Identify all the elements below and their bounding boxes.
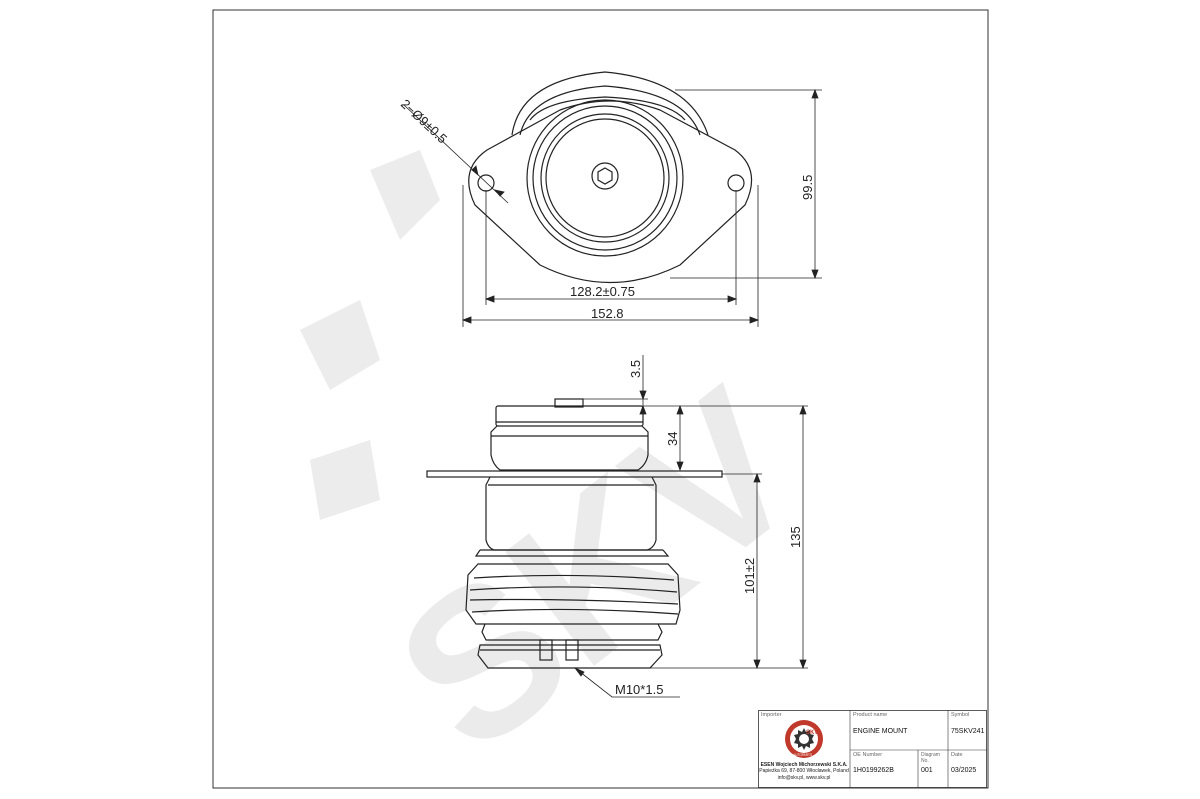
symbol-value: 75SKV241	[951, 728, 985, 735]
symbol-cell: Symbol 75SKV241	[948, 710, 987, 750]
importer-label: Importer	[761, 712, 782, 718]
dim-overall-width: 152.8	[591, 306, 624, 321]
date-cell: Date 03/2025	[948, 750, 987, 788]
mounting-hole-right	[727, 174, 745, 192]
logo-text: SKV	[806, 730, 818, 736]
drawing-frame	[212, 9, 989, 789]
dim-height-top-view: 99.5	[800, 175, 815, 200]
title-block: Importer SKV AUTOPARTS ESEN Wojciech Mic…	[758, 710, 987, 788]
importer-cell: Importer SKV AUTOPARTS ESEN Wojciech Mic…	[758, 710, 850, 788]
skv-logo: SKV AUTOPARTS	[785, 720, 823, 758]
dim-upper-height: 34	[665, 432, 680, 446]
dim-lower-height: 101±2	[742, 558, 757, 594]
stud-circle	[591, 162, 619, 190]
top-view-dimensions	[403, 88, 822, 327]
watermark: SKV	[300, 150, 841, 796]
oe-number: 1H0199262B	[853, 767, 894, 774]
symbol-label: Symbol	[951, 712, 970, 718]
upper-body	[490, 425, 649, 471]
oe-number-cell: OE Number 1H0199262B	[850, 750, 918, 788]
boss-outer-circle	[526, 99, 684, 257]
stud-top	[554, 398, 584, 408]
dim-stud-height: 3.5	[628, 360, 643, 378]
diagram-no-label: Diagram No.	[921, 752, 940, 764]
company-name: ESEN Wojciech Michorzewski S.K.A.	[760, 762, 848, 768]
product-name: ENGINE MOUNT	[853, 728, 908, 735]
bottom-stud-left	[539, 639, 553, 661]
logo-ring-text: AUTOPARTS	[793, 753, 812, 757]
dim-total-height: 135	[788, 526, 803, 548]
hex-socket	[597, 167, 613, 185]
rubber-bellows	[465, 563, 681, 625]
dim-thread: M10*1.5	[615, 682, 663, 697]
date-label: Date	[951, 752, 963, 758]
diagram-no-cell: Diagram No. 001	[918, 750, 948, 788]
dim-hole-callout: 2−Ø9±0.5	[398, 96, 450, 146]
date-value: 03/2025	[951, 767, 977, 774]
title-block-grid	[758, 710, 987, 788]
bottom-stud-right	[565, 639, 579, 661]
product-name-cell: Product name ENGINE MOUNT	[850, 710, 948, 750]
product-name-label: Product name	[853, 712, 888, 718]
side-view-dimensions	[573, 355, 808, 698]
top-view	[468, 71, 753, 283]
dim-hole-spacing: 128.2±0.75	[570, 284, 635, 299]
company-address: Papieżka 69, 87-800 Włocławek, Poland	[759, 768, 849, 775]
oe-number-label: OE Number	[853, 752, 883, 758]
company-contact: info@skv.pl, www.skv.pl	[777, 774, 831, 781]
top-cap	[495, 405, 644, 427]
diagram-no: 001	[921, 767, 933, 774]
rear-body-arc	[511, 71, 709, 136]
